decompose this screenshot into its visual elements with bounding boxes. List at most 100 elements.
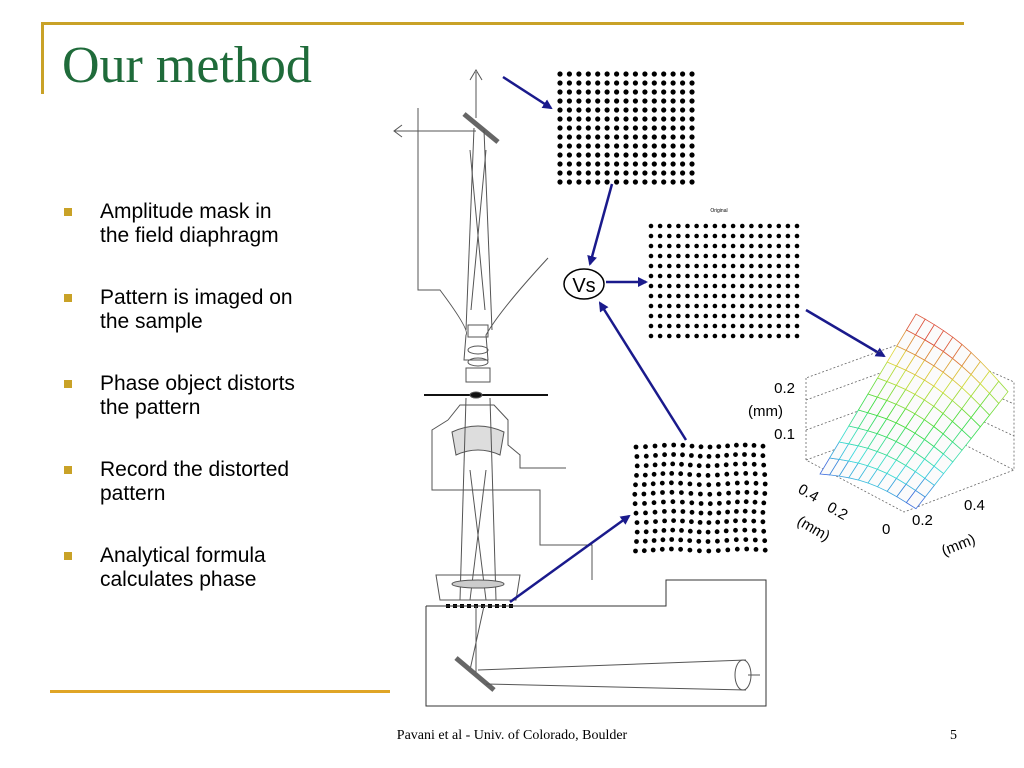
pattern-dot <box>785 253 791 259</box>
pattern-dot <box>678 471 684 477</box>
pattern-dot <box>680 152 686 158</box>
pattern-dot <box>632 143 639 149</box>
pattern-dot <box>643 444 648 450</box>
pattern-dot <box>679 490 684 495</box>
pattern-dot <box>698 491 703 497</box>
pattern-dot <box>650 547 656 553</box>
pattern-dot <box>751 452 757 458</box>
pattern-dot <box>785 303 791 309</box>
pattern-dot <box>733 452 738 457</box>
pattern-dot <box>648 243 654 249</box>
pattern-dot <box>721 313 727 319</box>
pattern-dot <box>679 461 684 467</box>
pattern-dot <box>623 143 629 149</box>
pattern-dot <box>694 233 699 239</box>
pattern-dot <box>726 490 731 496</box>
pattern-dot <box>680 518 685 524</box>
z-tick-label: 0.1 <box>774 426 795 443</box>
pattern-dot <box>712 223 718 229</box>
pattern-dot <box>689 443 695 449</box>
pattern-dot <box>721 263 727 269</box>
pattern-dot <box>557 161 563 167</box>
pattern-dot <box>687 472 693 477</box>
pattern-dot <box>557 134 563 140</box>
pattern-dot <box>721 293 727 299</box>
pattern-dot <box>651 80 657 86</box>
pattern-dot <box>689 500 695 506</box>
frame-bottom-rule <box>50 690 390 693</box>
light-cone-line <box>483 129 493 331</box>
pattern-dot <box>632 152 639 158</box>
pattern-dot <box>670 134 676 140</box>
light-cone-line <box>459 397 467 601</box>
pattern-dot <box>632 491 638 497</box>
pattern-dot <box>557 152 563 158</box>
pattern-dot <box>657 303 663 309</box>
z-tick-label: 0.2 <box>774 380 795 397</box>
pattern-dot <box>758 333 763 339</box>
pattern-dot <box>576 125 582 131</box>
pattern-dot <box>742 461 748 467</box>
pattern-dot <box>785 293 791 299</box>
pattern-dot <box>688 491 694 496</box>
pattern-dot <box>749 303 754 309</box>
pattern-dot <box>678 537 684 543</box>
pattern-dot <box>670 107 676 113</box>
pattern-dot <box>670 461 676 467</box>
pattern-dot <box>643 463 649 468</box>
pattern-dot <box>614 125 620 131</box>
pattern-dot <box>734 546 740 552</box>
pattern-dot <box>749 293 754 299</box>
z-unit-label: (mm) <box>748 403 783 420</box>
pattern-dot <box>689 519 694 525</box>
pattern-dot <box>642 125 648 131</box>
pattern-dot <box>676 223 681 229</box>
light-cone-line <box>470 149 487 311</box>
pattern-dot <box>643 519 649 525</box>
pattern-dot <box>633 548 638 554</box>
pattern-dot <box>648 293 654 299</box>
pattern-dot <box>715 519 721 525</box>
pattern-dot <box>685 303 690 309</box>
bullet-list: Amplitude mask in the field diaphragm Pa… <box>62 200 362 630</box>
pattern-dot <box>623 179 629 185</box>
pattern-dot <box>760 453 766 459</box>
pattern-dot <box>733 461 738 467</box>
pattern-dot <box>676 243 681 249</box>
slide-footer: Pavani et al - Univ. of Colorado, Boulde… <box>396 728 628 743</box>
pattern-dot <box>680 499 685 505</box>
pattern-dot <box>585 89 591 95</box>
pattern-dot <box>669 471 675 476</box>
pattern-dot <box>667 253 672 259</box>
arrow-to-phase-plot <box>805 308 886 358</box>
pattern-dot <box>648 313 654 319</box>
pattern-dot <box>641 548 647 554</box>
pattern-dot <box>576 71 582 77</box>
y-tick-label: 0 <box>882 521 890 538</box>
pattern-dot <box>753 480 759 486</box>
pattern-dot <box>557 89 563 95</box>
pattern-dot <box>651 161 657 167</box>
pattern-dot <box>667 313 672 319</box>
pattern-dot <box>762 481 768 487</box>
pattern-dot <box>659 546 665 552</box>
pattern-dot <box>776 233 782 239</box>
pattern-dot <box>632 98 639 104</box>
pattern-dot <box>725 481 731 487</box>
bullet-item: Amplitude mask in the field diaphragm <box>62 200 362 286</box>
pattern-dot <box>758 283 763 289</box>
pattern-dot <box>557 80 563 86</box>
pattern-dot <box>689 80 695 86</box>
vs-comparison-node <box>563 268 605 300</box>
pattern-dot <box>576 107 582 113</box>
pattern-dot <box>712 303 718 309</box>
pattern-dot <box>730 313 736 319</box>
pattern-dot <box>749 273 754 279</box>
frame-vertical-accent <box>41 22 44 94</box>
phase-surface-plot: 0.2 (mm) 0.1 0.4 0.2 (mm) 0 0.2 0.4 (mm) <box>748 313 1015 560</box>
pattern-dot <box>703 233 709 239</box>
pattern-dot <box>661 134 667 140</box>
pattern-dot <box>680 80 686 86</box>
bullet-text: Phase object distorts the pattern <box>100 372 295 419</box>
pattern-dot <box>576 89 582 95</box>
